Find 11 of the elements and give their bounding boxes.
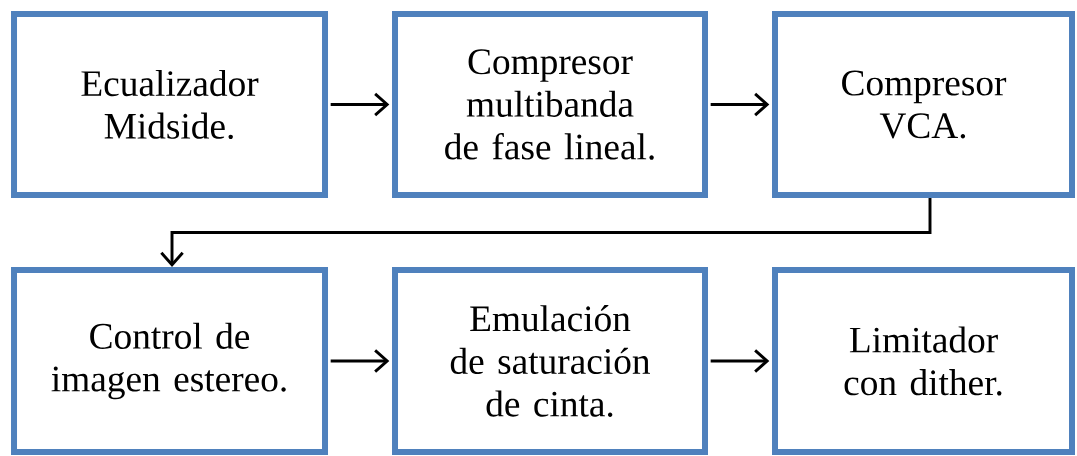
arrow <box>710 92 770 117</box>
process-box: Control de imagen estereo. <box>11 267 328 455</box>
arrow <box>330 92 390 117</box>
process-box: Compresor multibanda de fase lineal. <box>392 11 708 198</box>
arrow <box>160 198 932 267</box>
process-box: Emulación de saturación de cinta. <box>392 267 708 455</box>
process-box: Ecualizador Midside. <box>11 11 328 198</box>
arrow <box>710 349 770 373</box>
process-box: Compresor VCA. <box>772 11 1075 198</box>
process-box: Limitador con dither. <box>772 267 1075 455</box>
arrow <box>330 349 390 373</box>
